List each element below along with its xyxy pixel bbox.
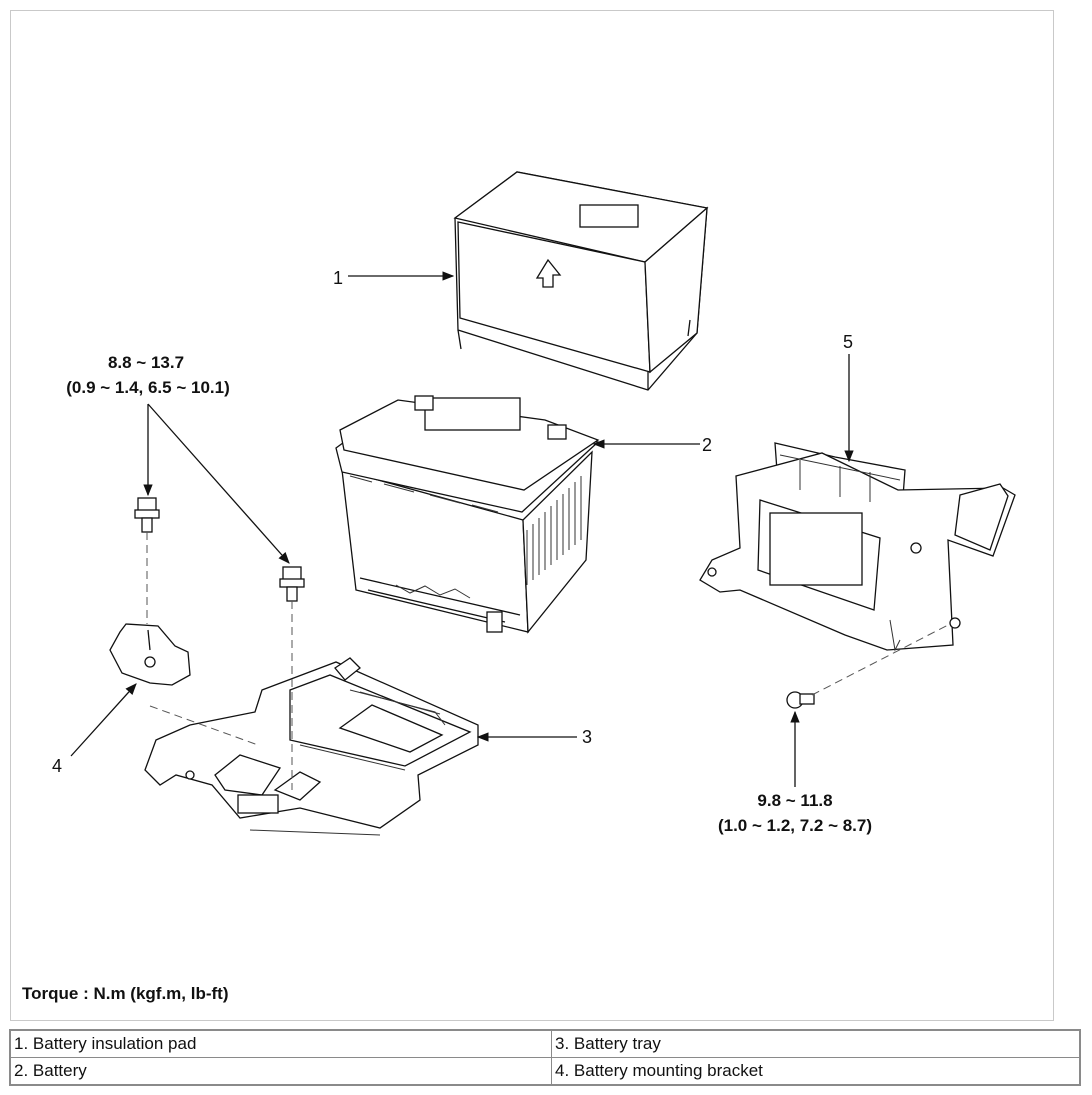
callout-4: 4 <box>52 756 62 776</box>
torque-right-line1: 9.8 ~ 11.8 <box>757 791 832 810</box>
legend-cell: 1. Battery insulation pad <box>9 1029 552 1058</box>
battery-tray-details <box>249 689 446 836</box>
callout-5: 5 <box>843 332 853 352</box>
ecm-bracket-details <box>779 454 901 652</box>
diagram-frame <box>10 10 1054 1021</box>
legend-row: 1. Battery insulation pad 3. Battery tra… <box>9 1029 1081 1058</box>
battery-mounting-bracket <box>109 623 191 686</box>
callout-2: 2 <box>702 435 712 455</box>
ecm-bracket <box>699 442 1016 651</box>
battery-insulation-pad <box>453 171 709 391</box>
legend-cell: 3. Battery tray <box>551 1029 1081 1058</box>
alignment-lines <box>146 532 949 790</box>
legend-cell: 4. Battery mounting bracket <box>551 1057 1081 1086</box>
bolt-center <box>279 566 305 602</box>
callout-1: 1 <box>333 268 343 288</box>
bolt-right <box>786 691 815 709</box>
torque-unit-note: Torque : N.m (kgf.m, lb-ft) <box>22 984 229 1003</box>
bolt-left <box>134 497 160 533</box>
torque-right-line2: (1.0 ~ 1.2, 7.2 ~ 8.7) <box>718 816 872 835</box>
legend-row: 2. Battery 4. Battery mounting bracket <box>9 1057 1081 1086</box>
leader-arrows <box>70 271 854 787</box>
torque-left-line2: (0.9 ~ 1.4, 6.5 ~ 10.1) <box>66 378 230 397</box>
torque-left-line1: 8.8 ~ 13.7 <box>108 353 184 372</box>
exploded-view-diagram: 1 2 3 4 5 8.8 ~ 13.7 (0.9 ~ 1.4, 6.5 ~ 1… <box>52 171 1016 836</box>
battery-ribs <box>349 475 582 599</box>
parts-legend-table: 1. Battery insulation pad 3. Battery tra… <box>9 1029 1081 1086</box>
battery-tray <box>144 657 479 829</box>
callout-3: 3 <box>582 727 592 747</box>
legend-cell: 2. Battery <box>9 1057 552 1086</box>
